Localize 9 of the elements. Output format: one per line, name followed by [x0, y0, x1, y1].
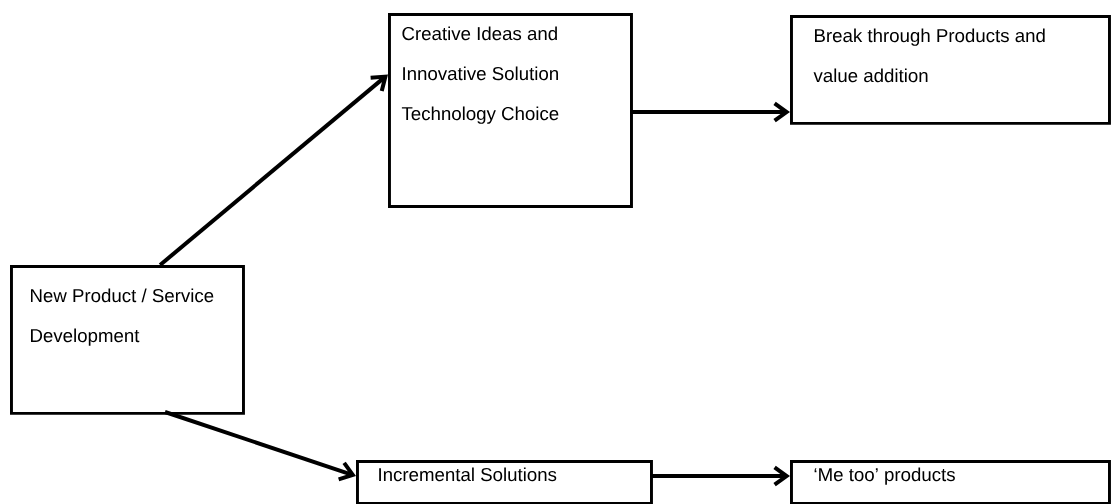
arrow [158, 74, 388, 267]
arrow [650, 465, 790, 487]
process-box: Break through Products and value addition [790, 15, 1111, 125]
process-box: ‘Me too’ products [790, 460, 1111, 504]
process-box: Incremental Solutions [356, 460, 653, 504]
arrow [164, 410, 356, 482]
process-box: New Product / Service Development [10, 265, 245, 415]
process-box: Creative Ideas and Innovative Solution Technology Choice [388, 13, 633, 208]
arrow [630, 101, 790, 123]
